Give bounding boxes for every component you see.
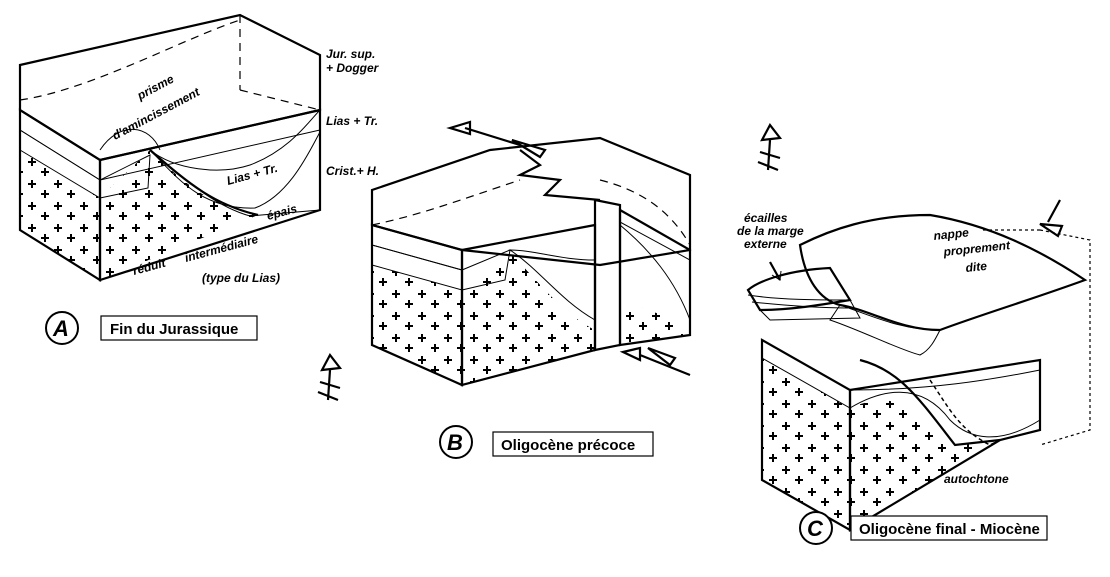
block-b-letter: B: [447, 430, 463, 455]
block-b-letter-circle: [439, 425, 473, 459]
label-jur-sup: Jur. sup.: [326, 47, 375, 61]
label-crist-h: Crist.+ H.: [326, 164, 379, 178]
label-ecailles: écailles: [744, 211, 788, 225]
block-c: [746, 199, 1091, 532]
block-a-letter: A: [52, 316, 69, 341]
block-a: [18, 13, 322, 282]
label-dite: dite: [965, 259, 988, 275]
block-a-caption-box: [100, 315, 258, 341]
block-c-caption-box: [850, 515, 1048, 541]
north-arrow-icon: [317, 352, 343, 402]
block-c-caption: Oligocène final - Miocène: [859, 521, 1040, 538]
north-arrow-icon: [757, 122, 783, 172]
label-de-la-marge: de la marge: [737, 224, 804, 238]
label-lias-tr-inner: Lias + Tr.: [225, 161, 279, 188]
block-b-caption: Oligocène précoce: [501, 437, 635, 454]
block-a-letter-circle: [45, 311, 79, 345]
block-c-letter: C: [807, 516, 824, 541]
block-a-caption: Fin du Jurassique: [110, 321, 238, 338]
block-b-fault: [593, 198, 622, 352]
label-proprement: proprement: [942, 238, 1012, 259]
block-b: [370, 120, 692, 387]
block-c-labels: écailles de la marge externe nappe propr…: [737, 211, 1048, 545]
label-autochtone: autochtone: [944, 472, 1009, 486]
label-lias-tr-right: Lias + Tr.: [326, 114, 378, 128]
block-c-letter-circle: [799, 511, 833, 545]
label-type-lias: (type du Lias): [202, 271, 280, 285]
label-externe: externe: [744, 237, 787, 251]
label-nappe: nappe: [933, 225, 970, 243]
label-epais: épais: [265, 201, 299, 223]
block-b-caption-box: [492, 431, 654, 457]
label-dogger: + Dogger: [326, 61, 380, 75]
block-b-labels: B Oligocène précoce: [439, 425, 654, 459]
